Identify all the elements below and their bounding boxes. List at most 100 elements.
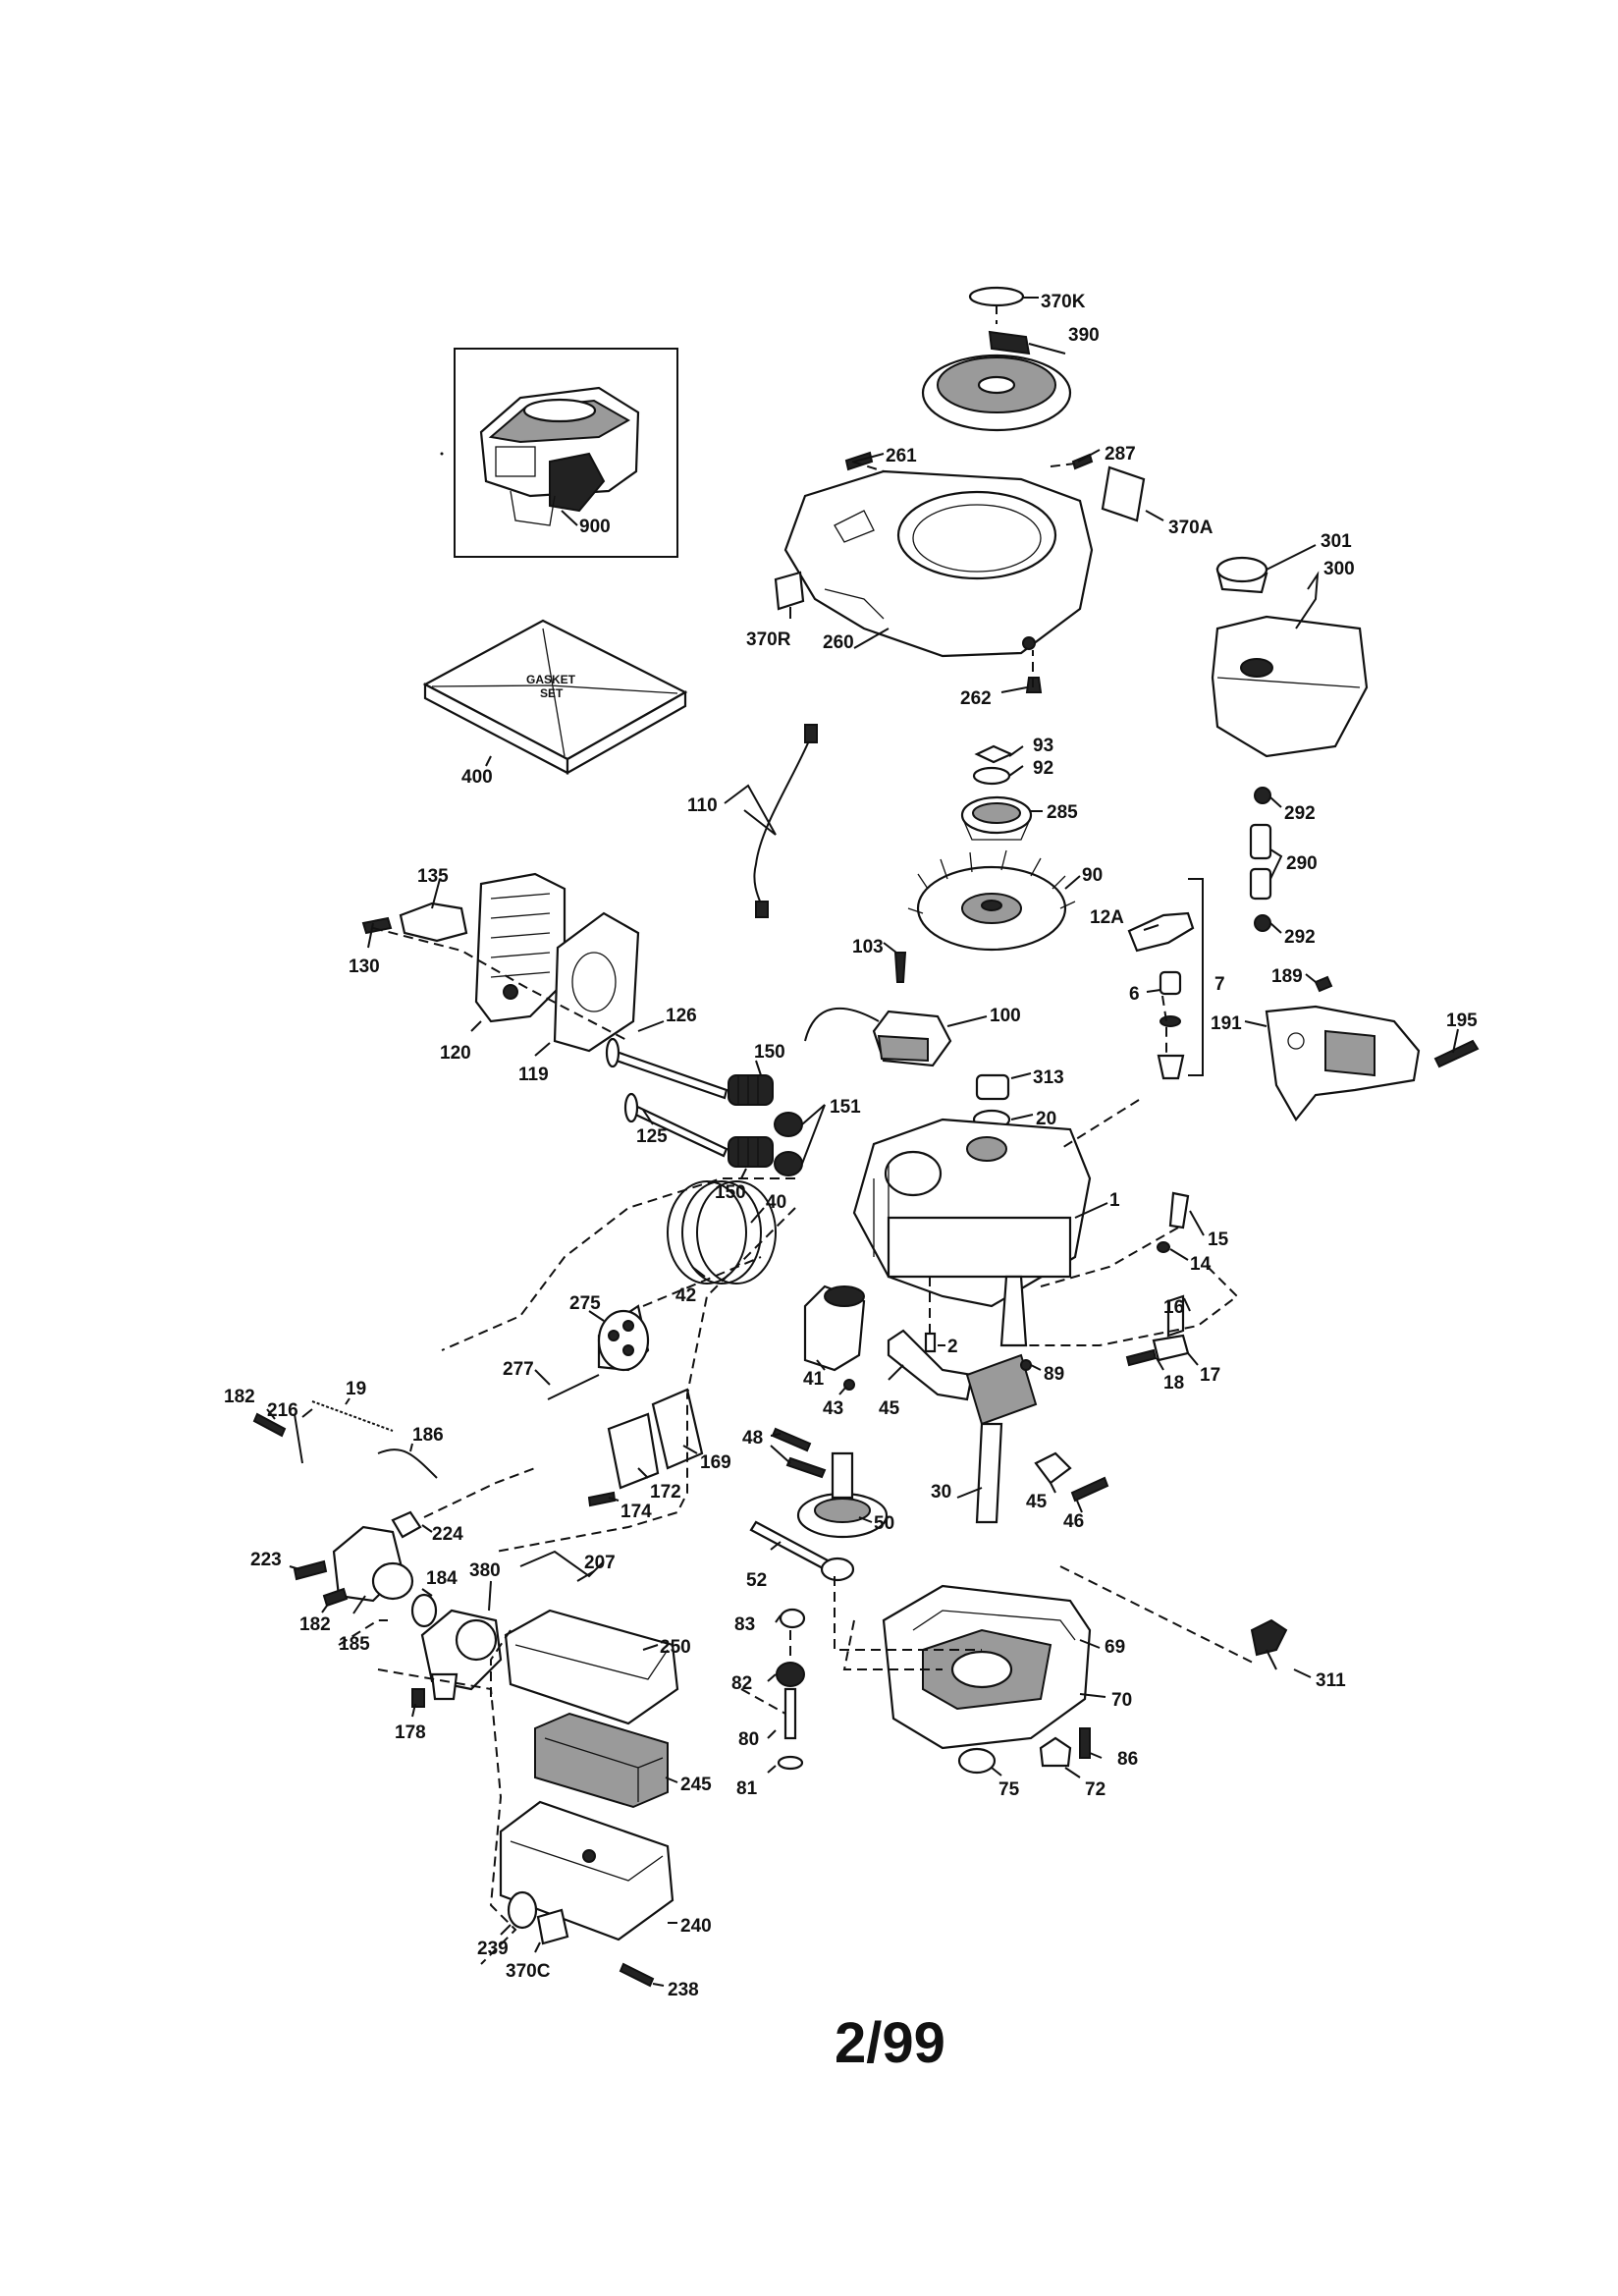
- callout-169: 169: [700, 1452, 731, 1473]
- callout-14: 14: [1190, 1254, 1212, 1275]
- callout-82: 82: [731, 1673, 752, 1694]
- callout-182-upper: 182: [224, 1387, 255, 1407]
- screw-287: [1071, 453, 1094, 470]
- callout-30: 30: [931, 1482, 951, 1503]
- callout-50: 50: [874, 1513, 894, 1534]
- washer-14: [1157, 1241, 1170, 1253]
- callout-380: 380: [469, 1560, 501, 1581]
- ignition-module: [804, 1008, 952, 1067]
- callout-bracket-7: [1188, 878, 1204, 1076]
- carburetor-body-185: [332, 1525, 414, 1603]
- callout-16: 16: [1163, 1297, 1184, 1318]
- callout-17: 17: [1200, 1365, 1220, 1386]
- callout-292-upper: 292: [1284, 803, 1316, 824]
- callout-20: 20: [1036, 1109, 1056, 1129]
- screw-86: [1079, 1727, 1091, 1759]
- fuel-cap: [1215, 556, 1268, 594]
- callout-239: 239: [477, 1939, 509, 1959]
- blower-housing: [783, 469, 1094, 658]
- spring-19: [311, 1400, 394, 1432]
- lever-15: [1168, 1191, 1190, 1230]
- control-bracket: [1265, 1005, 1421, 1121]
- callout-18: 18: [1163, 1373, 1184, 1394]
- callout-262: 262: [960, 688, 992, 709]
- clip-178: [411, 1688, 425, 1708]
- oil-sump: [882, 1584, 1092, 1750]
- screw-48-a: [771, 1427, 812, 1452]
- callout-100: 100: [990, 1006, 1021, 1026]
- engine-assembly-inset: [454, 348, 678, 558]
- callout-260: 260: [823, 632, 854, 653]
- callout-125: 125: [636, 1126, 668, 1147]
- callout-313: 313: [1033, 1067, 1064, 1088]
- dowel-pin-2: [924, 1332, 937, 1353]
- o-ring-370k: [968, 286, 1025, 307]
- gasket-set-text-1: GASKET: [526, 673, 576, 686]
- callout-301: 301: [1321, 531, 1352, 552]
- gasket-169: [651, 1388, 704, 1470]
- leader-lines: [266, 297, 1459, 1987]
- callout-46: 46: [1063, 1511, 1084, 1532]
- callout-89: 89: [1044, 1364, 1064, 1385]
- callout-48: 48: [742, 1428, 763, 1449]
- callout-43: 43: [823, 1398, 843, 1419]
- callout-184: 184: [426, 1568, 458, 1589]
- head-gasket: [553, 911, 640, 1053]
- callout-7: 7: [1214, 974, 1225, 995]
- rod-cap-45: [1034, 1451, 1072, 1485]
- ground-wire: [753, 731, 814, 909]
- bracket-17: [1152, 1334, 1190, 1362]
- callout-119: 119: [518, 1065, 549, 1085]
- callout-216: 216: [267, 1400, 298, 1421]
- callout-41: 41: [803, 1369, 825, 1390]
- callout-178: 178: [395, 1722, 426, 1743]
- callout-69: 69: [1105, 1637, 1125, 1658]
- screw-103: [893, 952, 907, 983]
- callout-300: 300: [1323, 559, 1355, 579]
- callout-81: 81: [736, 1778, 758, 1799]
- callout-390: 390: [1068, 325, 1100, 346]
- decal-370c: [536, 1908, 569, 1945]
- seal-89: [1020, 1359, 1032, 1371]
- flywheel-nut-washer-cup: [960, 744, 1033, 841]
- cap-83: [779, 1608, 806, 1629]
- brake-lever-12a: [1127, 911, 1195, 953]
- air-filter-element: [534, 1712, 669, 1809]
- callout-287: 287: [1105, 444, 1136, 465]
- screw-182-a: [252, 1412, 287, 1438]
- callout-290: 290: [1286, 853, 1318, 874]
- crankshaft: [965, 1275, 1038, 1524]
- screw-18: [1125, 1348, 1158, 1367]
- callout-12A: 12A: [1090, 907, 1124, 928]
- connecting-rod: [887, 1329, 974, 1401]
- callout-185: 185: [339, 1634, 370, 1655]
- callout-400: 400: [461, 767, 493, 788]
- callout-42: 42: [675, 1285, 696, 1306]
- callout-240: 240: [680, 1916, 712, 1937]
- seal-75: [957, 1747, 997, 1775]
- callout-182-lower: 182: [299, 1614, 331, 1635]
- link-207: [519, 1550, 605, 1578]
- spark-plug: [399, 902, 468, 943]
- piston-rings: [667, 1180, 777, 1285]
- gasket-224: [391, 1510, 422, 1539]
- air-cleaner-cover: [504, 1609, 679, 1725]
- callout-52: 52: [746, 1570, 767, 1591]
- air-cleaner-base: [499, 1800, 674, 1941]
- screw-46: [1070, 1476, 1109, 1503]
- cylinder-head: [474, 872, 566, 1023]
- callout-150-upper: 150: [754, 1042, 785, 1063]
- link-216: [294, 1413, 303, 1464]
- callout-189: 189: [1271, 966, 1303, 987]
- callout-370K: 370K: [1041, 292, 1086, 312]
- fuel-line-parts: [1249, 787, 1272, 932]
- flywheel: [907, 849, 1076, 952]
- callout-6: 6: [1129, 984, 1140, 1005]
- callout-311: 311: [1316, 1670, 1346, 1691]
- seal-313: [975, 1073, 1010, 1101]
- callout-370C: 370C: [506, 1961, 551, 1982]
- oil-fill-cap: [1250, 1618, 1288, 1670]
- callout-130: 130: [349, 957, 380, 977]
- screw-238: [619, 1962, 655, 1988]
